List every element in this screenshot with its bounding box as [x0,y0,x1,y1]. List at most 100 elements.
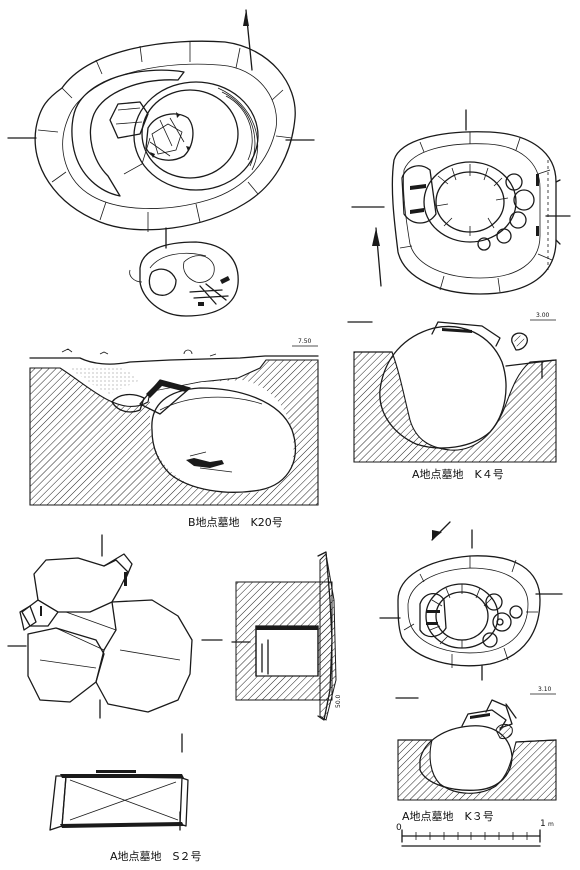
cist-cover-slab [256,626,318,630]
jar-rim-line [221,91,256,167]
cist-cavity [255,625,319,677]
small-skull [148,268,177,296]
cist-wall [255,625,319,677]
caption-b-k20: B地点墓地 K20号 [188,516,283,529]
ground-surface-line [397,739,557,743]
cist-end-stone [49,775,67,831]
cover-stone [95,599,193,713]
small-skull [183,255,215,283]
bone-remains [189,451,233,473]
s2-upright-slab-fill [319,552,337,721]
k4-small-stone [511,332,528,351]
outer-pit-outline [34,40,296,231]
caption-a-k4: A地点墓地 K４号 [412,468,504,481]
cover-stone [19,605,37,631]
cover-stone [109,101,149,139]
k4-side-stone [401,165,437,224]
k4-inner-step [403,143,541,279]
ground-surface-line [29,355,319,365]
cist-top-edge [96,770,136,773]
plan-a-k4 [351,109,571,295]
jar-mouth-inner [141,89,239,179]
section-a-k4: 3.00 A地点墓地 K４号 [347,312,557,481]
north-arrow-icon [431,521,451,541]
elevation-label-a-s2: 50.0 [335,694,342,708]
scale-unit-label: m [548,821,554,828]
cist-cover-stones [19,553,193,713]
pit-wall-hachures [403,556,538,668]
k4-jar-mouth-outer [423,161,517,243]
k3-small-stone [495,723,513,739]
caption-a-s2: A地点墓地 S２号 [110,850,202,863]
jar-rim-line [217,87,259,171]
disturbed-soil [70,366,140,394]
k3-bone [426,610,440,625]
crack-line [123,137,151,175]
soil-hatching [397,739,557,801]
k4-jar-cover [431,321,501,347]
k4-cobbles [477,173,535,251]
caption-a-k3: A地点墓地 K３号 [402,810,494,823]
pit-fill [150,380,294,494]
bone-remains [186,458,224,468]
k3-jar-body [419,725,513,791]
skull-fragment [145,113,194,161]
ground-surface-line [353,351,557,367]
stone-texture [115,107,143,125]
small-bones [189,276,230,306]
cover-stone [21,599,59,627]
plan-a-k3 [379,521,563,681]
k3-stake [505,703,517,719]
k3-side-stone [419,593,447,638]
k3-cobbles [482,593,523,648]
soil-hatching [353,351,557,463]
k3-pit-outline [397,555,541,667]
k4-bone [410,184,426,214]
scale-one-label: 1 [540,819,546,829]
surface-debris [61,348,217,357]
k4-cover-edge [442,328,472,333]
plan-b-k20 [7,9,315,249]
elevation-label-a-k4: 3.00 [536,312,550,319]
cover-stone [27,627,105,703]
inner-step-outline [62,63,277,209]
crescent-trench [71,69,185,197]
small-jar-edge [129,269,143,283]
k4-jar-body [379,325,507,449]
k4-jar-rim-segments [435,164,509,236]
pit-wall-hachures [399,132,553,293]
bone-fragment [151,123,183,155]
north-arrow-icon [243,9,253,71]
scale-bar: 0 1 m [396,819,554,847]
elevation-label-a-k3: 3.10 [538,686,552,693]
k3-jar-cover [461,709,507,731]
jar-mouth-outer [133,81,259,191]
small-jar-outline [139,241,239,317]
section-b-k20: 7.50 B地点墓地 K20号 [29,338,319,529]
stone-joint [39,611,181,669]
burial-jar-body [151,387,297,493]
pit-edge-mark [555,179,561,245]
cover-stone [33,557,129,613]
k3-jar-rim-segments [429,584,493,648]
cover-stone [103,553,133,579]
cist-slab-edge [60,774,184,778]
cist-inner-line [261,639,269,675]
cist-slab-lines [69,779,179,821]
k4-pit-outline [391,131,557,295]
k4-small-stone-fill [514,335,525,347]
k4-marker [536,174,539,236]
k3-cover-edge [470,713,490,719]
elevation-label-b-k20: 7.50 [298,338,312,345]
section-a-k3: 3.10 A地点墓地 K３号 [395,686,557,823]
scale-zero-label: 0 [396,823,402,833]
north-arrow-icon [372,227,382,287]
plan-a-s2-slab: A地点墓地 S２号 [49,733,202,863]
plan-b-k20-small-jar [129,241,239,317]
jar-rim-line [225,95,253,161]
small-jar-rim [149,252,207,269]
small-stone [111,393,145,413]
plan-a-s2 [7,534,223,719]
